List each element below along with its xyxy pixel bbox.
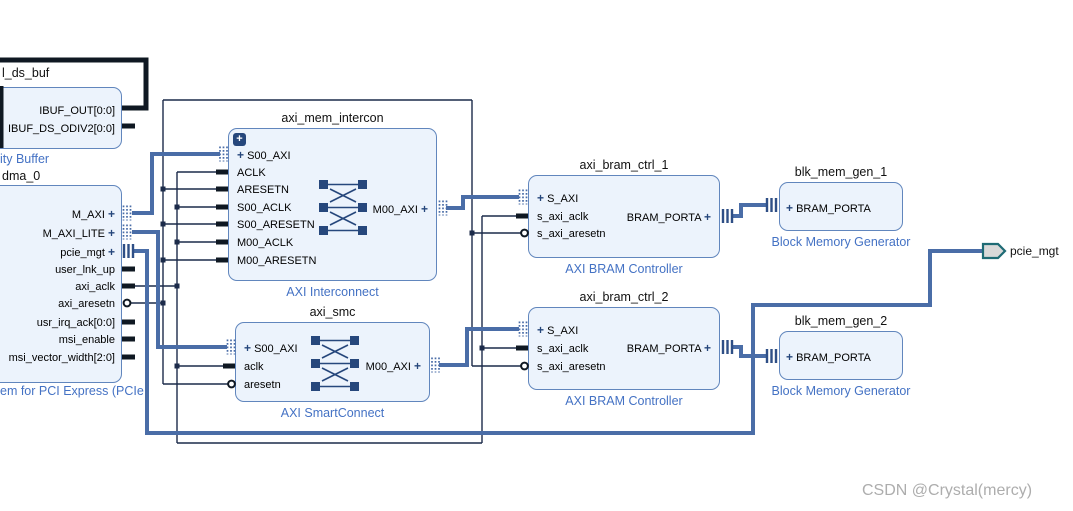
wire-m-axi-lite-to-smc[interactable]	[132, 230, 227, 349]
block-axi-smc[interactable]: + S00_AXI aclk aresetn M00_AXI +	[235, 322, 430, 402]
port-bram-porta[interactable]: BRAM_PORTA +	[626, 210, 711, 224]
plus-icon: +	[703, 341, 711, 355]
port-s-axi[interactable]: + S_AXI	[537, 191, 579, 205]
port-aresetn[interactable]: aresetn	[244, 379, 281, 391]
plus-icon: +	[537, 191, 545, 205]
crossbar-switch-icon	[319, 180, 367, 235]
port-s00-axi[interactable]: + S00_AXI	[237, 148, 291, 162]
port-m-axi-lite[interactable]: M_AXI_LITE +	[42, 226, 115, 240]
block-blk-mem-gen-1[interactable]: + BRAM_PORTA	[779, 182, 903, 231]
block-type-axi-interconnect: AXI Interconnect	[286, 285, 379, 299]
block-title-util-ds-buf: l_ds_buf	[2, 66, 50, 80]
block-type-axi-bram-controller-1: AXI BRAM Controller	[565, 262, 683, 276]
block-title-blk-mem-gen-2: blk_mem_gen_2	[794, 314, 888, 328]
block-title-axi-bram-ctrl-1: axi_bram_ctrl_1	[579, 158, 669, 172]
block-axi-bram-ctrl-2[interactable]: + S_AXI s_axi_aclk s_axi_aresetn BRAM_PO…	[528, 307, 720, 390]
port-ibuf-ds-odiv2[interactable]: IBUF_DS_ODIV2[0:0]	[8, 123, 115, 135]
port-msi-enable[interactable]: msi_enable	[58, 334, 115, 346]
port-s-axi-aresetn[interactable]: s_axi_aresetn	[537, 361, 606, 373]
block-type-axi-bram-controller-2: AXI BRAM Controller	[565, 394, 683, 408]
port-m00-aclk[interactable]: M00_ACLK	[237, 237, 294, 249]
block-axi-mem-intercon[interactable]: + + S00_AXI ACLK ARESETN S00_ACLK S00_AR…	[228, 128, 437, 281]
plus-icon: +	[537, 323, 545, 337]
port-axi-aclk[interactable]: axi_aclk	[75, 281, 115, 293]
wire-intercon-m00-to-bram-ctrl-1[interactable]	[446, 195, 519, 210]
port-msi-vector-width[interactable]: msi_vector_width[2:0]	[8, 352, 115, 364]
plus-icon: +	[107, 245, 115, 259]
block-util-ds-buf[interactable]: IBUF_OUT[0:0] IBUF_DS_ODIV2[0:0]	[0, 87, 122, 149]
port-user-lnk-up[interactable]: user_lnk_up	[55, 264, 115, 276]
port-s00-aclk[interactable]: S00_ACLK	[237, 202, 292, 214]
block-blk-mem-gen-2[interactable]: + BRAM_PORTA	[779, 331, 903, 380]
plus-icon: +	[244, 341, 252, 355]
port-bram-porta[interactable]: + BRAM_PORTA	[786, 350, 871, 364]
block-type-utility-buffer: ity Buffer	[0, 152, 50, 166]
port-s00-aresetn[interactable]: S00_ARESETN	[237, 219, 315, 231]
block-title-blk-mem-gen-1: blk_mem_gen_1	[794, 165, 888, 179]
block-type-block-memory-generator-1: Block Memory Generator	[771, 235, 911, 249]
crossbar-switch-icon	[311, 336, 359, 391]
external-port-label-pcie-mgt[interactable]: pcie_mgt	[1010, 244, 1059, 258]
block-title-axi-mem-intercon: axi_mem_intercon	[281, 111, 384, 125]
wire-m-axi-to-intercon[interactable]	[132, 152, 220, 215]
port-s-axi-aclk[interactable]: s_axi_aclk	[537, 343, 589, 355]
port-aclk[interactable]: aclk	[244, 361, 264, 373]
plus-icon: +	[107, 226, 115, 240]
plus-icon: +	[107, 207, 115, 221]
port-m00-aresetn[interactable]: M00_ARESETN	[237, 255, 317, 267]
wire-smc-m00-to-bram-ctrl-2[interactable]	[439, 327, 519, 367]
wire-ctrl1-bram-porta[interactable]	[733, 203, 767, 218]
port-m00-axi[interactable]: M00_AXI +	[365, 359, 421, 373]
expand-block-button[interactable]: +	[233, 133, 246, 146]
plus-icon: +	[237, 148, 245, 162]
block-type-axi-smartconnect: AXI SmartConnect	[280, 406, 385, 420]
port-usr-irq-ack[interactable]: usr_irq_ack[0:0]	[36, 317, 115, 329]
port-s-axi-aresetn[interactable]: s_axi_aresetn	[537, 228, 606, 240]
port-aclk[interactable]: ACLK	[237, 167, 266, 179]
block-dma-0[interactable]: M_AXI + M_AXI_LITE + pcie_mgt + user_lnk…	[0, 185, 122, 383]
port-ibuf-out[interactable]: IBUF_OUT[0:0]	[39, 105, 115, 117]
wire-ctrl2-bram-porta[interactable]	[733, 345, 767, 358]
plus-icon: +	[413, 359, 421, 373]
port-bram-porta[interactable]: + BRAM_PORTA	[786, 201, 871, 215]
watermark: CSDN @Crystal(mercy)	[862, 482, 1033, 499]
port-s-axi-aclk[interactable]: s_axi_aclk	[537, 211, 589, 223]
plus-icon: +	[786, 350, 794, 364]
port-m00-axi[interactable]: M00_AXI +	[372, 202, 428, 216]
block-title-dma-0: dma_0	[2, 169, 41, 183]
block-type-block-memory-generator-2: Block Memory Generator	[771, 384, 911, 398]
port-bram-porta[interactable]: BRAM_PORTA +	[626, 341, 711, 355]
block-axi-bram-ctrl-1[interactable]: + S_AXI s_axi_aclk s_axi_aresetn BRAM_PO…	[528, 175, 720, 258]
plus-icon: +	[786, 201, 794, 215]
external-port-pcie-mgt-icon[interactable]	[981, 242, 1007, 260]
block-type-dma-pcie: em for PCI Express (PCIe	[0, 384, 144, 398]
port-m-axi[interactable]: M_AXI +	[71, 207, 115, 221]
port-pcie-mgt[interactable]: pcie_mgt +	[60, 245, 115, 259]
block-title-axi-bram-ctrl-2: axi_bram_ctrl_2	[579, 290, 669, 304]
plus-icon: +	[420, 202, 428, 216]
port-s-axi[interactable]: + S_AXI	[537, 323, 579, 337]
port-aresetn[interactable]: ARESETN	[237, 184, 289, 196]
port-axi-aresetn[interactable]: axi_aresetn	[58, 298, 115, 310]
block-title-axi-smc: axi_smc	[309, 305, 356, 319]
port-s00-axi[interactable]: + S00_AXI	[244, 341, 298, 355]
plus-icon: +	[703, 210, 711, 224]
